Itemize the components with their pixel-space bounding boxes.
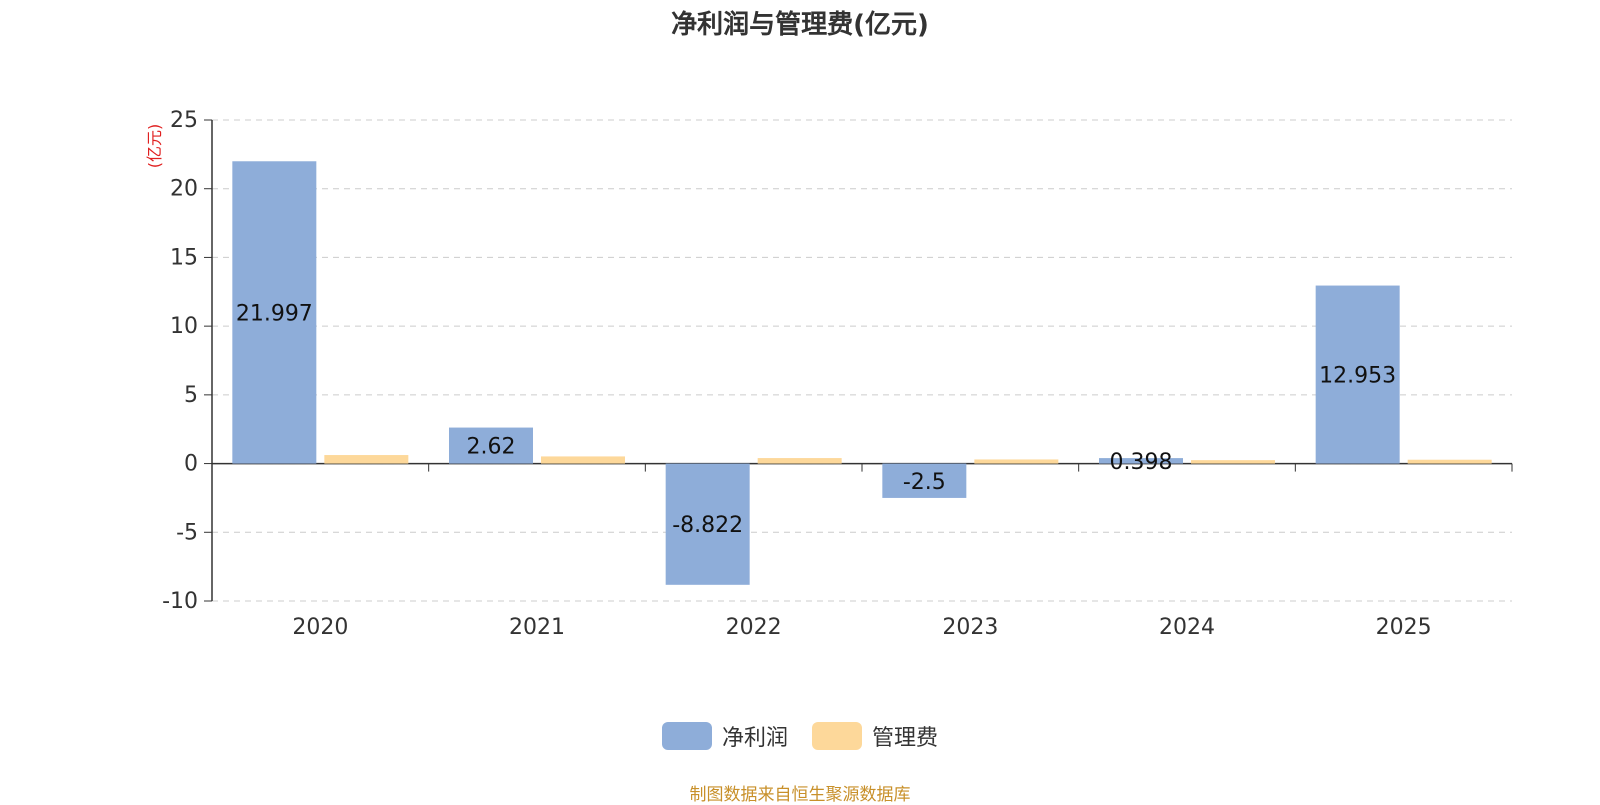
legend-label-net-profit: 净利润 [721,726,788,751]
bar [1191,460,1275,464]
x-tick-label: 2025 [1376,615,1432,640]
legend-item-net-profit[interactable]: 净利润 [661,720,788,752]
y-tick-label: 0 [184,452,198,477]
bar [1315,285,1400,464]
y-tick-label: 20 [170,177,198,202]
legend-label-management-fee: 管理费 [872,726,939,751]
y-tick-label: 10 [170,314,198,339]
bar [449,427,533,464]
legend-swatch-management-fee [812,722,862,750]
legend-swatch-net-profit [661,722,712,750]
x-tick-label: 2023 [942,615,998,640]
x-tick-label: 2020 [292,615,348,640]
bar [757,458,842,464]
bar-value-label: 2.62 [467,435,516,460]
chart-title: 净利润与管理费(亿元) [671,10,929,40]
bar [974,459,1059,464]
bar-value-label: 12.953 [1319,364,1396,389]
source-note: 制图数据来自恒生聚源数据库 [689,785,911,805]
y-tick-label: -5 [176,520,198,545]
bar [232,161,317,464]
y-tick-label: 15 [170,245,198,270]
x-tick-label: 2024 [1159,615,1215,640]
x-tick-label: 2021 [509,615,565,640]
bar [541,456,625,464]
x-tick-label: 2022 [726,615,782,640]
bar-value-label: -8.822 [672,513,743,538]
bar [1407,459,1492,464]
bar-value-label: 0.398 [1110,450,1173,475]
bar [324,455,409,464]
bar-value-label: 21.997 [236,301,313,326]
bar [882,463,967,498]
legend-item-management-fee[interactable]: 管理费 [812,720,938,752]
legend: 净利润 管理费 [0,720,1600,752]
bar-value-label: -2.5 [903,470,946,495]
y-tick-label: -10 [162,589,198,614]
y-tick-label: 25 [170,108,198,133]
bar [665,463,750,585]
y-tick-label: 5 [184,383,198,408]
bar [1099,458,1183,464]
y-unit-label: (亿元) [145,124,164,169]
